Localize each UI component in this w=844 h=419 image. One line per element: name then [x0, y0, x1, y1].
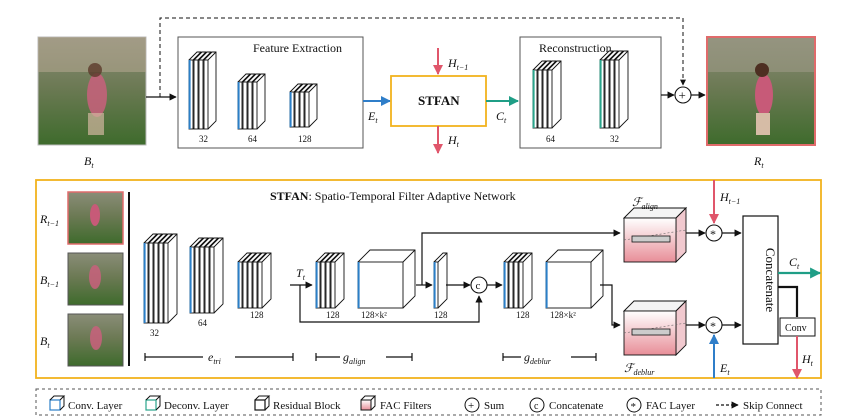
legend-fac-layer-icon	[626, 397, 642, 413]
legend-fac-layer-symbol: *	[631, 401, 637, 413]
enc-channel-64: 64	[198, 318, 208, 328]
legend-deconv-label: Deconv. Layer	[164, 400, 229, 412]
enc-group-2-layer-4	[257, 252, 272, 309]
legend-conv-icon	[49, 395, 66, 411]
align-layers	[315, 249, 448, 309]
mid-layer	[433, 252, 448, 309]
stfan-input-b-curr	[67, 313, 124, 367]
legend-fac-filters-label: FAC Filters	[380, 400, 431, 412]
f-align-label: ℱalign	[632, 195, 658, 211]
rec-channel-32: 32	[610, 134, 619, 144]
sum-symbol: +	[679, 88, 686, 103]
feature-extraction-title: Feature Extraction	[253, 41, 342, 55]
concatenate-label: Concatenate	[763, 248, 778, 312]
fac-symbol-align: *	[710, 227, 716, 241]
legend-deconv-icon	[145, 395, 162, 411]
fe-group-0-layer-3	[203, 51, 217, 130]
fe-group-2-layer-3	[304, 83, 318, 128]
stfan-input-r-prev-label: Rt−1	[39, 212, 59, 228]
encoder-layers	[143, 233, 272, 324]
enc-group-1-layer-4	[209, 237, 224, 314]
conv-label: Conv	[785, 323, 807, 334]
deblur-channel-128: 128	[516, 310, 530, 320]
legend-fac-filters-icon	[360, 395, 377, 411]
fac-symbol-deblur: *	[710, 319, 716, 333]
legend-box	[35, 388, 822, 416]
e-tri-label: etri	[208, 350, 221, 366]
reconstruction-layers	[532, 50, 629, 129]
legend-concat-icon	[529, 397, 545, 413]
rec-channel-64: 64	[546, 134, 556, 144]
concat-to-conv-line	[778, 285, 799, 317]
deblur-big-layer	[545, 249, 604, 309]
h-in-label-top: Ht−1	[447, 56, 468, 72]
fe-group-1-layer-3	[252, 73, 266, 130]
mid-channel-128: 128	[434, 310, 448, 320]
fe-channel-32: 32	[199, 134, 208, 144]
f-align-filter-cube	[622, 206, 688, 264]
rec-group-0-layer-3	[547, 60, 562, 129]
legend-skip-label: Skip Connect	[743, 400, 803, 412]
enc-channel-128: 128	[250, 310, 264, 320]
f-deblur-label: ℱdeblur	[624, 361, 655, 377]
legend-fac-layer-label: FAC Layer	[646, 400, 695, 412]
align-channel-128: 128	[326, 310, 340, 320]
stfan-input-b-curr-label: Bt	[40, 334, 50, 350]
e-label-top: Et	[367, 109, 378, 125]
legend-residual-icon	[254, 395, 271, 411]
f-deblur-cube-shape	[622, 299, 688, 357]
c-label-top: Ct	[496, 109, 507, 125]
deblur-layer-3	[518, 252, 533, 309]
stfan-input-b-prev	[67, 252, 124, 306]
output-sharp-frame	[706, 36, 816, 146]
stfan-detail-title: STFAN: Spatio-Temporal Filter Adaptive N…	[270, 189, 516, 203]
legend-sum-icon	[464, 397, 480, 413]
input-blurry-frame	[37, 36, 147, 146]
align-to-falign-arrow	[421, 229, 621, 285]
rec-group-1-layer-3	[614, 50, 629, 129]
legend-sum-label: Sum	[484, 400, 505, 412]
align-layer-3	[330, 252, 345, 309]
f-deblur-filter-cube	[622, 299, 688, 357]
deblur-layers	[503, 249, 604, 309]
feature-extraction-layers	[188, 51, 318, 130]
legend-concat-symbol: c	[534, 401, 539, 412]
t-skip-to-concat	[299, 285, 483, 323]
legend-conv-label: Conv. Layer	[68, 400, 123, 412]
stfan-input-b-prev-label: Bt−1	[40, 273, 59, 289]
h-in-label-detail: Ht−1	[719, 190, 740, 206]
align-big-layer	[357, 249, 416, 309]
fe-channel-64: 64	[248, 134, 258, 144]
align-channel-128k2: 128×k²	[361, 310, 387, 320]
c-out-label: Ct	[789, 255, 800, 271]
g-align-label: galign	[343, 350, 365, 366]
g-deblur-label: gdeblur	[524, 350, 552, 366]
legend-residual-label: Residual Block	[273, 400, 341, 412]
h-out-label-top: Ht	[447, 133, 460, 149]
reconstruction-title: Reconstruction	[539, 41, 612, 55]
concat-symbol: c	[476, 280, 481, 292]
legend-concat-label: Concatenate	[549, 400, 603, 412]
fe-channel-128: 128	[298, 134, 312, 144]
enc-channel-32: 32	[150, 328, 159, 338]
input-label: Bt	[84, 154, 94, 170]
stfan-input-r-prev	[67, 191, 124, 245]
g-align-bracket	[315, 350, 413, 364]
t-label: Tt	[296, 266, 306, 282]
stfan-box-label: STFAN	[418, 93, 460, 108]
legend-sum-symbol: +	[468, 400, 474, 412]
g-deblur-bracket	[502, 350, 597, 364]
f-align-cube-shape	[622, 206, 688, 264]
enc-group-0-layer-4	[163, 233, 178, 324]
deblur-channel-128k2: 128×k²	[550, 310, 576, 320]
e-in-label-detail: Et	[719, 361, 730, 377]
deblur-to-fdeblur-arrow	[600, 284, 621, 329]
concatenate-block	[742, 215, 779, 345]
output-label: Rt	[753, 154, 764, 170]
h-out-label-detail: Ht	[801, 352, 814, 368]
e-tri-bracket	[144, 350, 294, 364]
